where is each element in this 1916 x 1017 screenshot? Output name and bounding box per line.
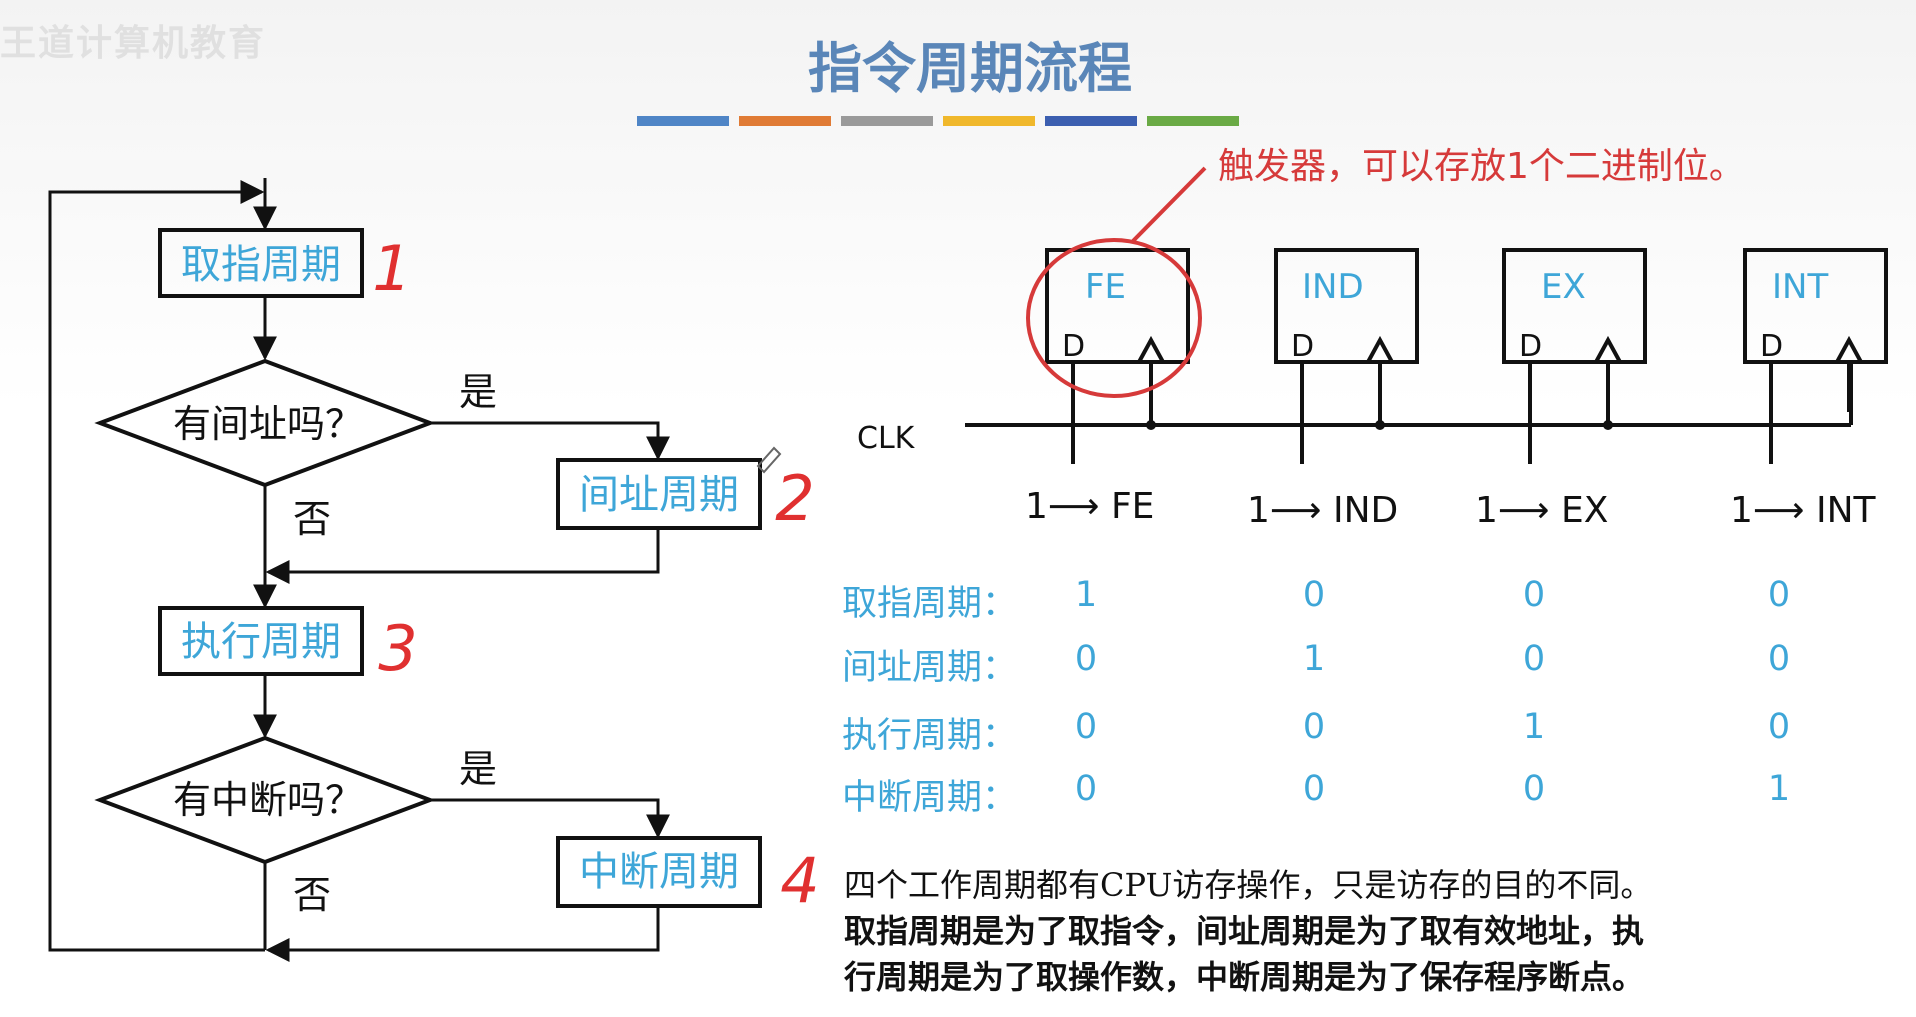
register-ind xyxy=(1274,248,1419,364)
indirect-question: 有间址吗？ xyxy=(173,402,363,446)
no-label: 否 xyxy=(293,497,331,541)
row-label: 间址周期： xyxy=(842,648,1018,688)
row-label: 执行周期： xyxy=(842,716,1018,756)
indirect-cycle-label: 间址周期 xyxy=(579,472,739,518)
color-bar-segment xyxy=(1147,116,1239,126)
color-bar-segment xyxy=(943,116,1035,126)
execute-cycle-box xyxy=(158,606,364,676)
explanation-note: 四个工作周期都有CPU访存操作，只是访存的目的不同。 取指周期是为了取指令，间址… xyxy=(844,862,1884,1000)
register-ex-name: EX xyxy=(1541,267,1586,307)
cell: 0 xyxy=(1302,769,1326,809)
loop-back-line xyxy=(48,180,265,952)
cell: 1 xyxy=(1767,769,1791,809)
fetch-cycle-box xyxy=(158,228,364,298)
yes-label: 是 xyxy=(459,747,497,791)
set-fe-label: 1⟶ FE xyxy=(1025,486,1154,527)
step-number: 1 xyxy=(372,232,411,305)
cell: 1 xyxy=(1074,575,1098,615)
cell: 0 xyxy=(1767,707,1791,747)
cell: 0 xyxy=(1767,575,1791,615)
cell: 0 xyxy=(1302,707,1326,747)
register-diagram xyxy=(965,248,1888,464)
register-fe xyxy=(1045,248,1190,364)
note-line: 取指周期是为了取指令，间址周期是为了取有效地址，执 xyxy=(844,912,1645,950)
yes-label: 是 xyxy=(459,370,497,414)
cell: 0 xyxy=(1074,769,1098,809)
interrupt-question: 有中断吗？ xyxy=(173,778,363,822)
row-label: 中断周期： xyxy=(842,778,1018,818)
register-fe-name: FE xyxy=(1085,267,1126,307)
d-input-label: D xyxy=(1291,329,1314,364)
set-int-label: 1⟶ INT xyxy=(1730,490,1877,531)
table-row: 间址周期： 0 1 0 0 xyxy=(842,639,1872,695)
cell: 0 xyxy=(1302,575,1326,615)
d-input-label: D xyxy=(1519,329,1542,364)
brand-watermark: 王道计算机教育 xyxy=(0,23,267,64)
no-label: 否 xyxy=(293,873,331,917)
color-bar-segment xyxy=(637,116,729,126)
title-color-bar xyxy=(637,116,1239,126)
execute-cycle-label: 执行周期 xyxy=(181,619,341,665)
register-int-name: INT xyxy=(1772,267,1828,307)
set-ind-label: 1⟶ IND xyxy=(1247,490,1398,531)
register-ind-name: IND xyxy=(1302,267,1364,307)
color-bar-segment xyxy=(1045,116,1137,126)
step-number: 4 xyxy=(780,844,819,917)
table-row: 执行周期： 0 0 1 0 xyxy=(842,707,1872,763)
cell: 1 xyxy=(1302,639,1326,679)
flowchart xyxy=(48,178,762,962)
cell: 0 xyxy=(1522,769,1546,809)
set-ex-label: 1⟶ EX xyxy=(1475,490,1608,531)
pencil-icon xyxy=(756,446,782,474)
cell: 0 xyxy=(1074,707,1098,747)
register-int xyxy=(1743,248,1888,364)
note-line: 行周期是为了取操作数，中断周期是为了保存程序断点。 xyxy=(844,958,1645,996)
table-row: 中断周期： 0 0 0 1 xyxy=(842,769,1872,825)
cell: 0 xyxy=(1767,639,1791,679)
cell: 0 xyxy=(1074,639,1098,679)
d-input-label: D xyxy=(1760,329,1783,364)
cell: 0 xyxy=(1522,575,1546,615)
step-number: 2 xyxy=(775,462,814,535)
note-line: 四个工作周期都有CPU访存操作，只是访存的目的不同。 xyxy=(844,866,1653,904)
cell: 1 xyxy=(1522,707,1546,747)
clk-label: CLK xyxy=(857,421,916,456)
table-row: 取指周期： 1 0 0 0 xyxy=(842,575,1872,631)
interrupt-cycle-label: 中断周期 xyxy=(579,849,739,895)
fetch-cycle-label: 取指周期 xyxy=(181,242,341,288)
page-title: 指令周期流程 xyxy=(808,37,1132,100)
cell: 0 xyxy=(1522,639,1546,679)
color-bar-segment xyxy=(841,116,933,126)
flip-flop-highlight xyxy=(1026,166,1207,398)
color-bar-segment xyxy=(739,116,831,126)
d-input-label: D xyxy=(1062,329,1085,364)
step-number: 3 xyxy=(378,612,417,685)
flip-flop-annotation: 触发器，可以存放1个二进制位。 xyxy=(1218,146,1745,187)
register-ex xyxy=(1502,248,1647,364)
row-label: 取指周期： xyxy=(842,584,1018,624)
